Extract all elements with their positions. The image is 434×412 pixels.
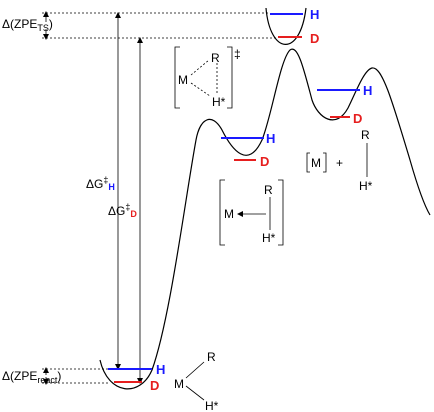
label-int2-h: H <box>363 83 372 98</box>
label-int1-d: D <box>260 154 269 169</box>
ts-bond-mr <box>190 59 210 76</box>
species-dissociated: M + R H* <box>306 128 373 193</box>
dissoc-plus: + <box>336 156 343 170</box>
dg-d-label: ΔG‡D <box>108 202 137 219</box>
dissoc-r: R <box>361 128 370 142</box>
ts-r: R <box>211 51 220 65</box>
ts-bracket-right <box>227 46 233 109</box>
reactant-r: R <box>207 350 216 364</box>
reactant-h: H* <box>205 399 219 412</box>
ts-h: H* <box>212 95 226 109</box>
ts-bracket-left <box>174 46 180 109</box>
dissoc-metal: M <box>311 156 321 170</box>
label-int2-d: D <box>353 111 362 126</box>
species-reactant: M R H* <box>174 350 219 412</box>
complex-h: H* <box>262 231 276 245</box>
label-react-d: D <box>150 378 159 393</box>
label-int1-h: H <box>266 131 275 146</box>
dissoc-h: H* <box>359 179 373 193</box>
ts-dagger: ‡ <box>234 47 241 61</box>
reactant-metal: M <box>174 377 184 391</box>
reactant-bond-mr <box>185 361 205 379</box>
label-react-h: H <box>156 362 165 377</box>
species-ts: ‡ M R H* <box>174 46 241 109</box>
complex-r: R <box>264 183 273 197</box>
ts-well <box>265 7 307 45</box>
label-ts-d: D <box>310 31 319 46</box>
species-complex: M R H* <box>219 179 284 246</box>
zpe-react-label: Δ(ZPEreact) <box>2 369 61 385</box>
reactant-bond-mh <box>185 385 205 401</box>
complex-bracket-left <box>219 179 225 246</box>
label-ts-h: H <box>310 7 319 22</box>
zpe-ts-label: Δ(ZPETS) <box>2 17 53 33</box>
complex-bracket-right <box>278 179 284 246</box>
ts-bond-mh <box>190 82 211 97</box>
complex-metal: M <box>224 207 234 221</box>
ts-metal: M <box>178 73 188 87</box>
dissoc-bracket-right <box>323 152 327 173</box>
energy-curve <box>99 48 431 390</box>
dissoc-bracket-left <box>306 152 310 173</box>
dg-h-label: ΔG‡H <box>86 175 115 192</box>
